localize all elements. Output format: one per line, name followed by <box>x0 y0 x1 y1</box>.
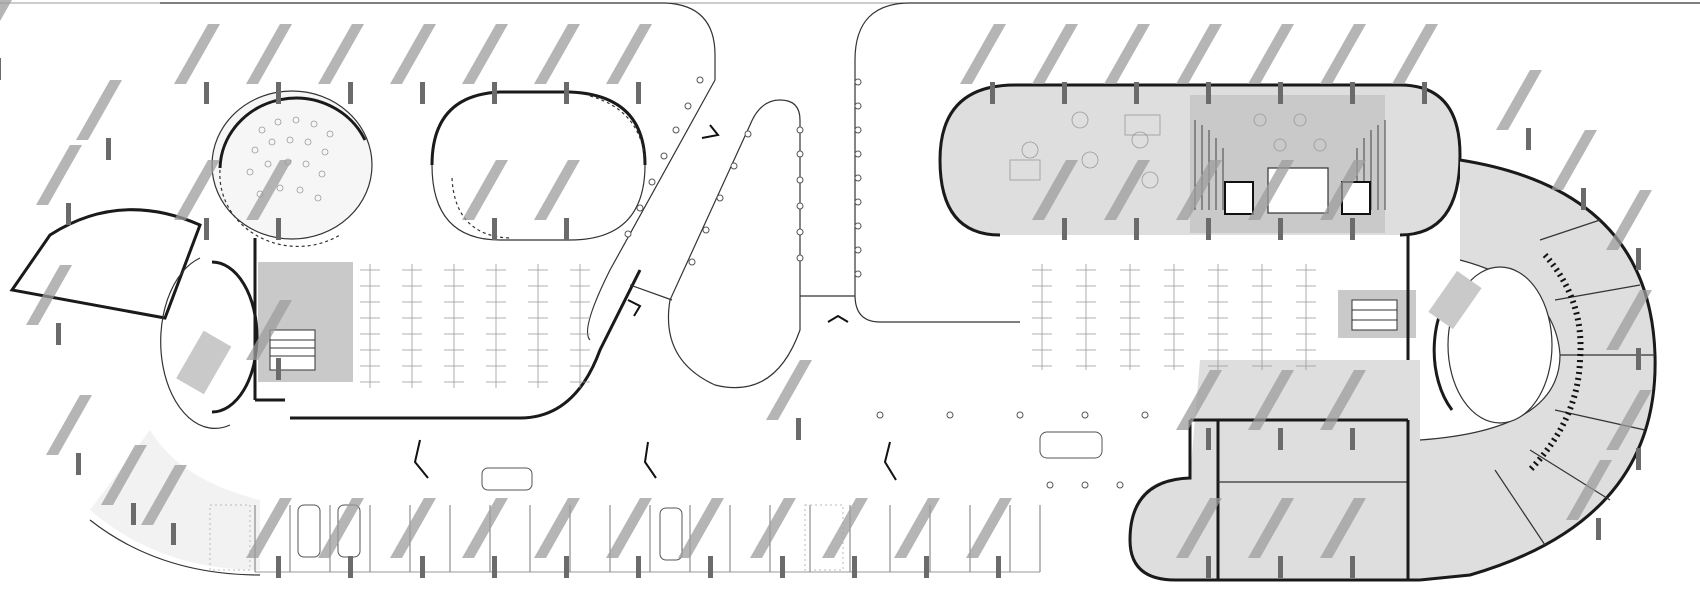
walkway-marks <box>413 124 897 481</box>
bollards <box>876 411 1149 489</box>
bike-racks-left <box>360 263 591 389</box>
bike-racks-right <box>1032 263 1317 371</box>
oval-hall <box>430 90 647 241</box>
shadow-columns <box>0 0 1652 578</box>
curved-wing <box>1419 158 1657 582</box>
round-auditorium <box>211 90 373 248</box>
right-building <box>854 2 1700 582</box>
central-island <box>624 76 855 389</box>
